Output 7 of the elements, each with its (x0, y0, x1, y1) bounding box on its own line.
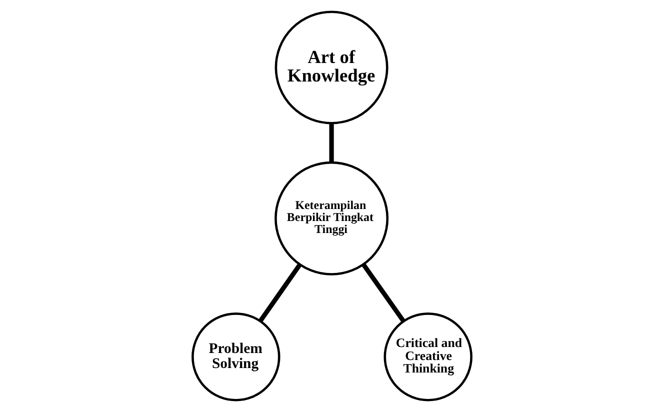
node-circle: Critical and Creative Thinking (384, 312, 472, 402)
connector (329, 124, 334, 163)
node-circle: Art of Knowledge (274, 10, 388, 124)
connector (258, 263, 302, 322)
node-circle: Problem Solving (192, 312, 280, 402)
node-circle: Keterampilan Berpikir Tingkat Tinggi (274, 161, 389, 276)
connector (362, 263, 406, 323)
